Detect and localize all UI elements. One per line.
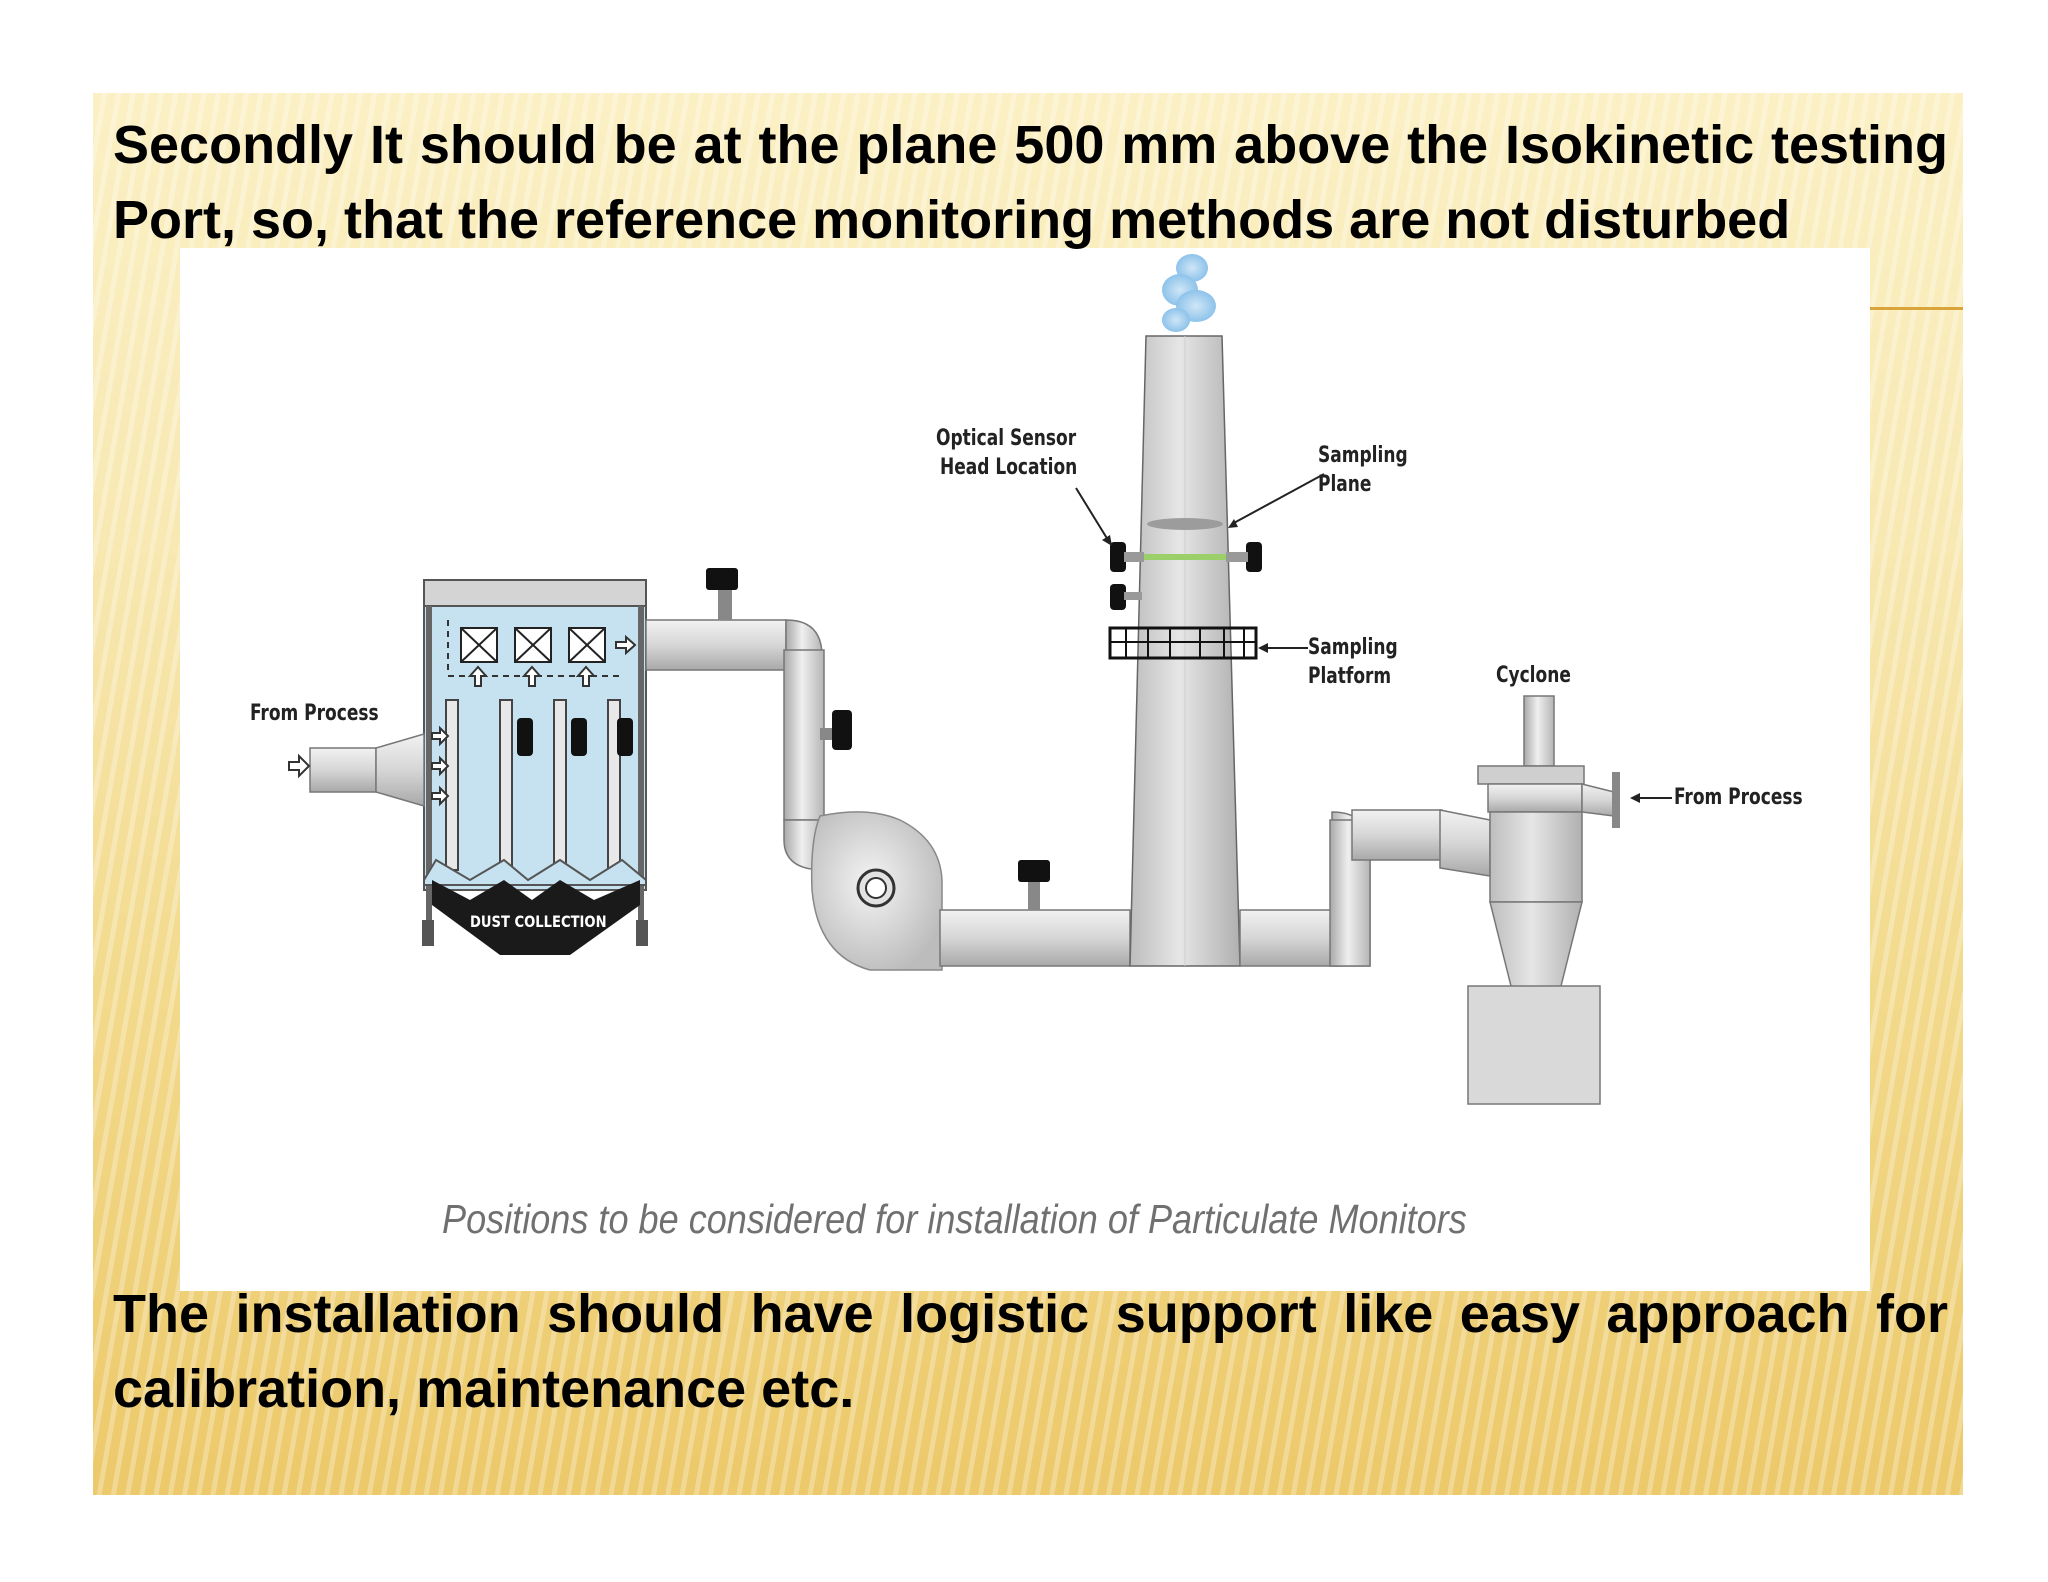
baghouse-dust-collector: [422, 579, 648, 955]
sampling-plane-label-line1: Sampling: [1318, 443, 1408, 468]
sampling-platform-label-line2: Platform: [1308, 664, 1392, 689]
from-process-label-right: From Process: [1674, 785, 1803, 810]
induced-draft-fan: [810, 811, 943, 971]
chimney-stack: [1108, 254, 1262, 967]
cyclone-label: Cyclone: [1496, 663, 1571, 688]
leader-lines: [1075, 473, 1672, 799]
optical-sensor-label-line1: Optical Sensor: [936, 426, 1077, 451]
sampling-platform-label-line1: Sampling: [1308, 635, 1398, 660]
cyclone-separator: [1467, 695, 1620, 1105]
duct-stack-to-cyclone: [1239, 809, 1491, 967]
inlet-duct-left: [288, 733, 425, 807]
bottom-paragraph: The installation should have logistic su…: [113, 1284, 1948, 1419]
duct-baghouse-to-fan: [645, 568, 852, 871]
sampling-plane-label-line2: Plane: [1318, 472, 1372, 497]
figure-caption: Positions to be considered for installat…: [442, 1196, 1467, 1242]
optical-sensor-label-line2: Head Location: [940, 455, 1078, 480]
dust-collection-label: DUST COLLECTION: [470, 912, 607, 931]
accent-line: [1870, 307, 1963, 310]
from-process-label-left: From Process: [250, 701, 379, 726]
top-paragraph: Secondly It should be at the plane 500 m…: [113, 115, 1948, 250]
duct-fan-to-stack: [939, 860, 1131, 967]
